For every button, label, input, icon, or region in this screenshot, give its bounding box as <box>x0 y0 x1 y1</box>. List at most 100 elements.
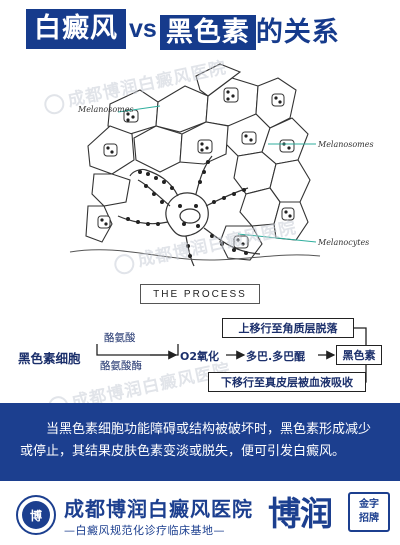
melanosome-granule <box>162 180 166 184</box>
nucleus-10 <box>97 215 111 229</box>
stamp-line-2: 招牌 <box>359 513 379 524</box>
flow-upper-box: 上移行至角质层脱落 <box>222 318 354 338</box>
nucleus-4 <box>197 139 213 154</box>
melanosome-granule <box>126 118 130 122</box>
title-part-relation: 的关系 <box>255 16 340 48</box>
hospital-name: 成都博润白癜风医院 <box>64 497 253 521</box>
melanosome-granule <box>152 192 156 196</box>
label-melanocytes: Melanocytes <box>318 238 370 247</box>
title-vs: vs <box>129 14 157 43</box>
dendrite-3 <box>205 187 249 207</box>
melanosome-granule <box>236 238 240 242</box>
melanosome-granule <box>126 217 130 221</box>
title-band: 白癜风 vs 黑色素 的关系 <box>0 0 400 56</box>
melanosome-granule <box>244 134 248 138</box>
melanosome-granule <box>131 115 135 119</box>
cell-11 <box>91 173 131 207</box>
nucleus-2 <box>223 87 239 103</box>
hospital-logo: 博 <box>16 495 56 535</box>
basement-membrane <box>69 249 321 261</box>
label-melanosomes-left: Melanosomes <box>78 105 134 114</box>
melanosome-granule <box>144 184 148 188</box>
melanosome-granule <box>212 200 216 204</box>
melanosome-granule <box>284 210 288 214</box>
flow-result-melanin: 黑色素 <box>336 345 382 365</box>
dendrite-7 <box>203 227 261 255</box>
melanosome-granule <box>146 172 150 176</box>
melanosome-granule <box>196 224 200 228</box>
cell-outlines <box>85 63 311 261</box>
hospital-subtitle: —白癜风规范化诊疗临床基地— <box>64 524 225 537</box>
flow-lower-box: 下移行至真皮层被血液吸收 <box>208 372 366 392</box>
label-pointers <box>117 105 317 243</box>
melanosome-granule <box>226 97 230 101</box>
melanosome-granule <box>222 196 226 200</box>
melanosome-granule <box>200 142 204 146</box>
melanosome-granule <box>198 180 202 184</box>
melanosome-granule <box>226 90 230 94</box>
melanosome-granule <box>138 170 142 174</box>
flow-step-dopa: 多巴.多巴醌 <box>246 350 306 363</box>
melanosome-granule <box>202 170 206 174</box>
label-melanosomes-right: Melanosomes <box>318 140 374 149</box>
melanosome-granules <box>100 90 292 258</box>
nucleus-5 <box>241 131 257 145</box>
dendrite-6 <box>137 179 171 207</box>
nucleus-3 <box>271 93 285 107</box>
melanosome-granule <box>206 160 210 164</box>
melanosome-granule <box>178 204 182 208</box>
melanosome-granule <box>170 186 174 190</box>
footer: 博 成都博润白癜风医院 —白癜风规范化诊疗临床基地— 博润 金字 招牌 <box>0 481 400 545</box>
cell-8 <box>133 125 183 173</box>
pointer-melanocytes <box>237 233 317 243</box>
melanocyte-nucleus <box>179 208 201 224</box>
melanosome-granule <box>106 146 110 150</box>
page-title: 白癜风 vs 黑色素 的关系 <box>26 9 340 50</box>
melanosome-granule <box>205 146 209 150</box>
stamp-line-1: 金字 <box>359 499 379 510</box>
melanosome-granule <box>194 204 198 208</box>
brand-mark: 博润 <box>268 494 333 533</box>
melanosome-granule <box>126 112 130 116</box>
cell-4 <box>195 63 242 97</box>
melanosome-granule <box>104 222 108 226</box>
dendrite-5 <box>185 235 195 267</box>
description-band: 当黑色素细胞功能障碍或结构被破坏时，黑色素形成减少或停止，其结果皮肤色素变淡或脱… <box>0 403 400 481</box>
hospital-logo-icon: 博 <box>22 501 50 529</box>
melanosome-granule <box>232 248 236 252</box>
melanosome-granule <box>156 222 160 226</box>
bracket-enzyme <box>96 344 179 356</box>
melanin-flow: 黑色素细胞 酪氨酸 酪氨酸酶 O2氧化 多巴.多巴醌 黑色素 上移行至角质层脱落… <box>0 310 400 400</box>
nucleus-6 <box>103 143 118 157</box>
process-badge: THE PROCESS <box>140 284 260 304</box>
title-part-melanin-text: 黑色素 <box>159 14 256 50</box>
cell-illustration <box>69 63 321 267</box>
melanosome-granule <box>220 242 224 246</box>
title-part-melanin: 黑色素 <box>159 10 256 50</box>
melanosome-granule <box>160 200 164 204</box>
melanosome-granule <box>182 222 186 226</box>
melanosome-granule <box>287 146 291 150</box>
melanosome-granule <box>241 242 245 246</box>
melanosome-granule <box>231 94 235 98</box>
dendrite-1 <box>129 168 179 197</box>
melanosome-granule <box>136 220 140 224</box>
melanosome-granule <box>244 251 248 255</box>
pointer-melanosomes-left <box>117 105 161 113</box>
melanosome-granule <box>100 218 104 222</box>
melanosome-granule <box>110 150 114 154</box>
melanosome-granule <box>278 100 282 104</box>
flow-enzyme-tyrosinase: 酪氨酸酶 <box>100 360 142 372</box>
melanosome-granule <box>232 192 236 196</box>
watermark-seal-icon <box>42 92 67 117</box>
melanosome-granule <box>154 176 158 180</box>
watermark-seal-icon <box>112 252 137 277</box>
title-part-vitiligo: 白癜风 <box>26 9 126 49</box>
melanosome-granule <box>186 244 190 248</box>
melanosome-granule <box>146 222 150 226</box>
brand-stamp: 金字 招牌 <box>348 492 390 532</box>
melanosome-granule <box>242 188 246 192</box>
dendrite-4 <box>117 215 169 225</box>
flow-enzyme-tyrosine: 酪氨酸 <box>104 332 136 344</box>
cell-diagram: Melanosomes Melanosomes Melanocytes <box>0 56 400 278</box>
